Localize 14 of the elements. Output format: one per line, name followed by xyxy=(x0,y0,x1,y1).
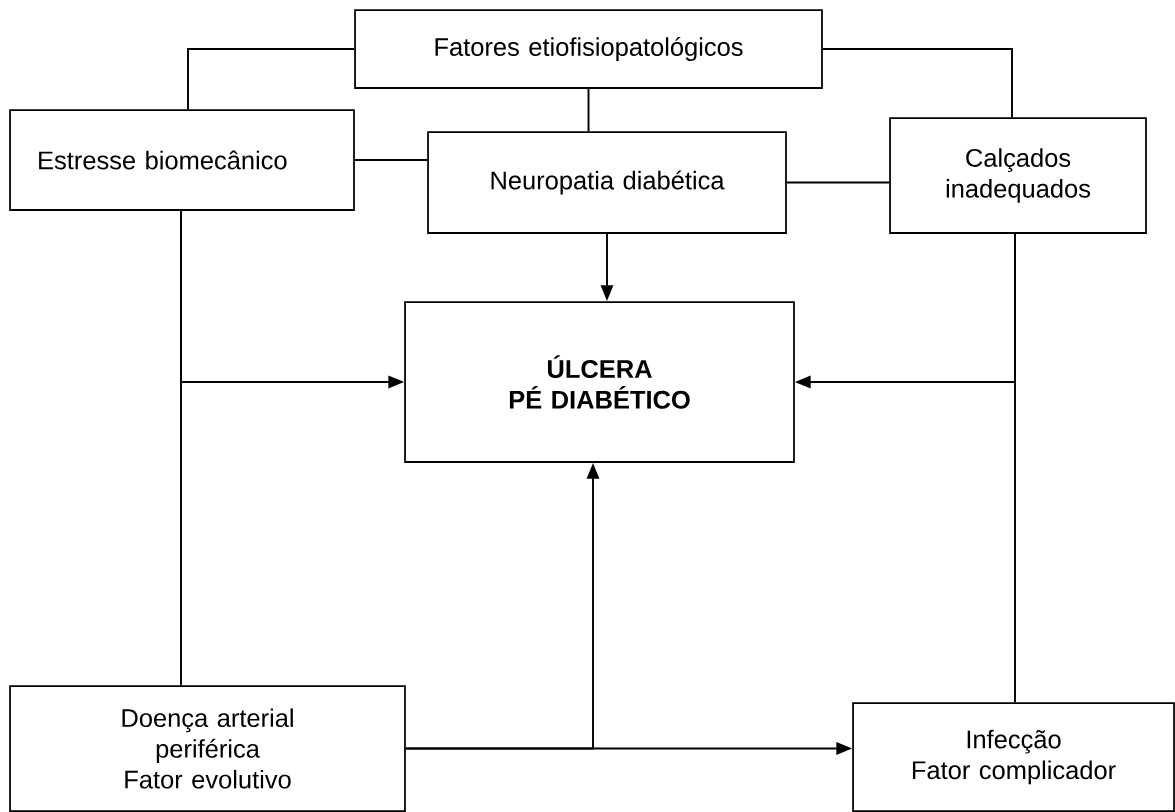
connector-line xyxy=(587,87,590,133)
process-box: Neuropatia diabética xyxy=(427,131,787,234)
process-box: Doença arterial periférica Fator evolutivo xyxy=(9,685,406,812)
process-box: Infecção Fator complicador xyxy=(852,702,1175,812)
connector-line xyxy=(180,209,182,687)
process-box: ÚLCERA PÉ DIABÉTICO xyxy=(404,301,795,463)
process-box: Fatores etiofisiopatológicos xyxy=(354,9,823,89)
connector-line xyxy=(1014,232,1016,704)
connector-line xyxy=(821,48,1013,119)
connector-line xyxy=(785,181,891,184)
process-box: Estresse biomecânico xyxy=(9,109,355,211)
connector-line xyxy=(187,48,356,111)
connector-line xyxy=(353,159,429,161)
process-box: Calçados inadequados xyxy=(889,117,1147,234)
